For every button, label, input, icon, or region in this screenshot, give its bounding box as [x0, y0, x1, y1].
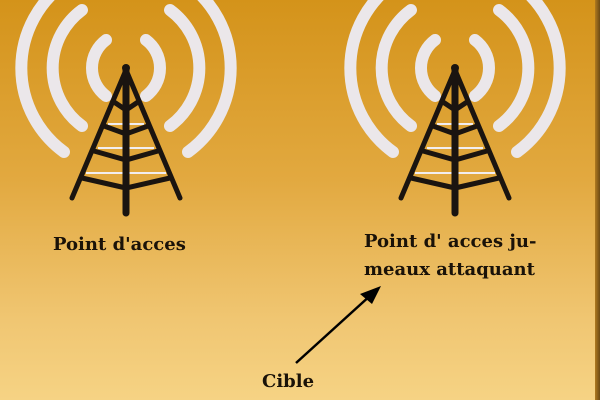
arrow-icon — [295, 286, 381, 364]
target-label: Cible — [262, 371, 315, 392]
radio-tower-icon — [21, 0, 230, 213]
twin-access-point-label-line1: Point d' acces ju- — [364, 231, 537, 252]
twin-access-point-label-line2: meaux attaquant — [364, 259, 535, 280]
radio-tower-icon — [350, 0, 559, 213]
access-point-label: Point d'acces — [53, 234, 186, 255]
right-border — [595, 0, 600, 400]
